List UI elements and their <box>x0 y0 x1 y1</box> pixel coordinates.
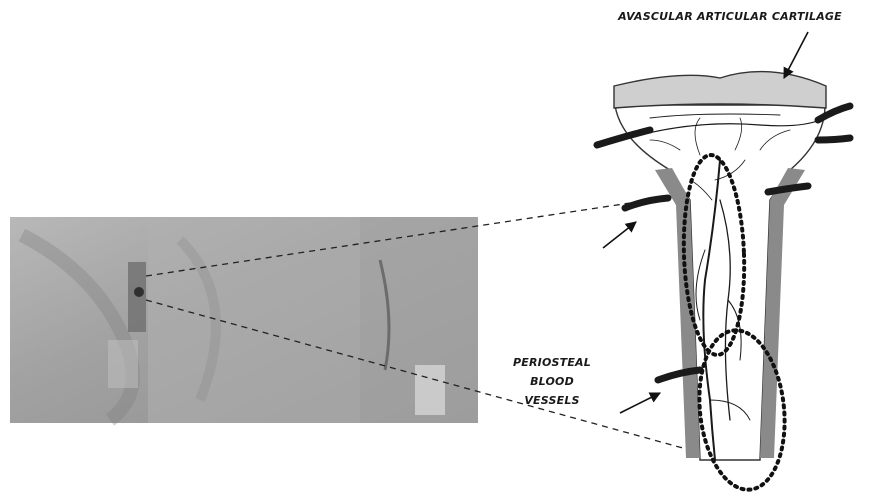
arrow-upper-vessel <box>603 222 636 248</box>
articular-cartilage <box>614 72 826 108</box>
label-periosteal-line-1: PERIOSTEAL <box>507 353 597 372</box>
histology-photo <box>10 217 478 423</box>
arrow-lower-vessel <box>620 393 660 413</box>
label-periosteal-blood-vessels: PERIOSTEAL BLOOD VESSELS <box>507 353 597 410</box>
bone-illustration <box>597 72 850 493</box>
label-periosteal-line-3: VESSELS <box>507 391 597 410</box>
arrow-cartilage <box>784 32 808 78</box>
label-avascular-articular-cartilage: AVASCULAR ARTICULAR CARTILAGE <box>585 10 875 23</box>
label-periosteal-line-2: BLOOD <box>507 372 597 391</box>
